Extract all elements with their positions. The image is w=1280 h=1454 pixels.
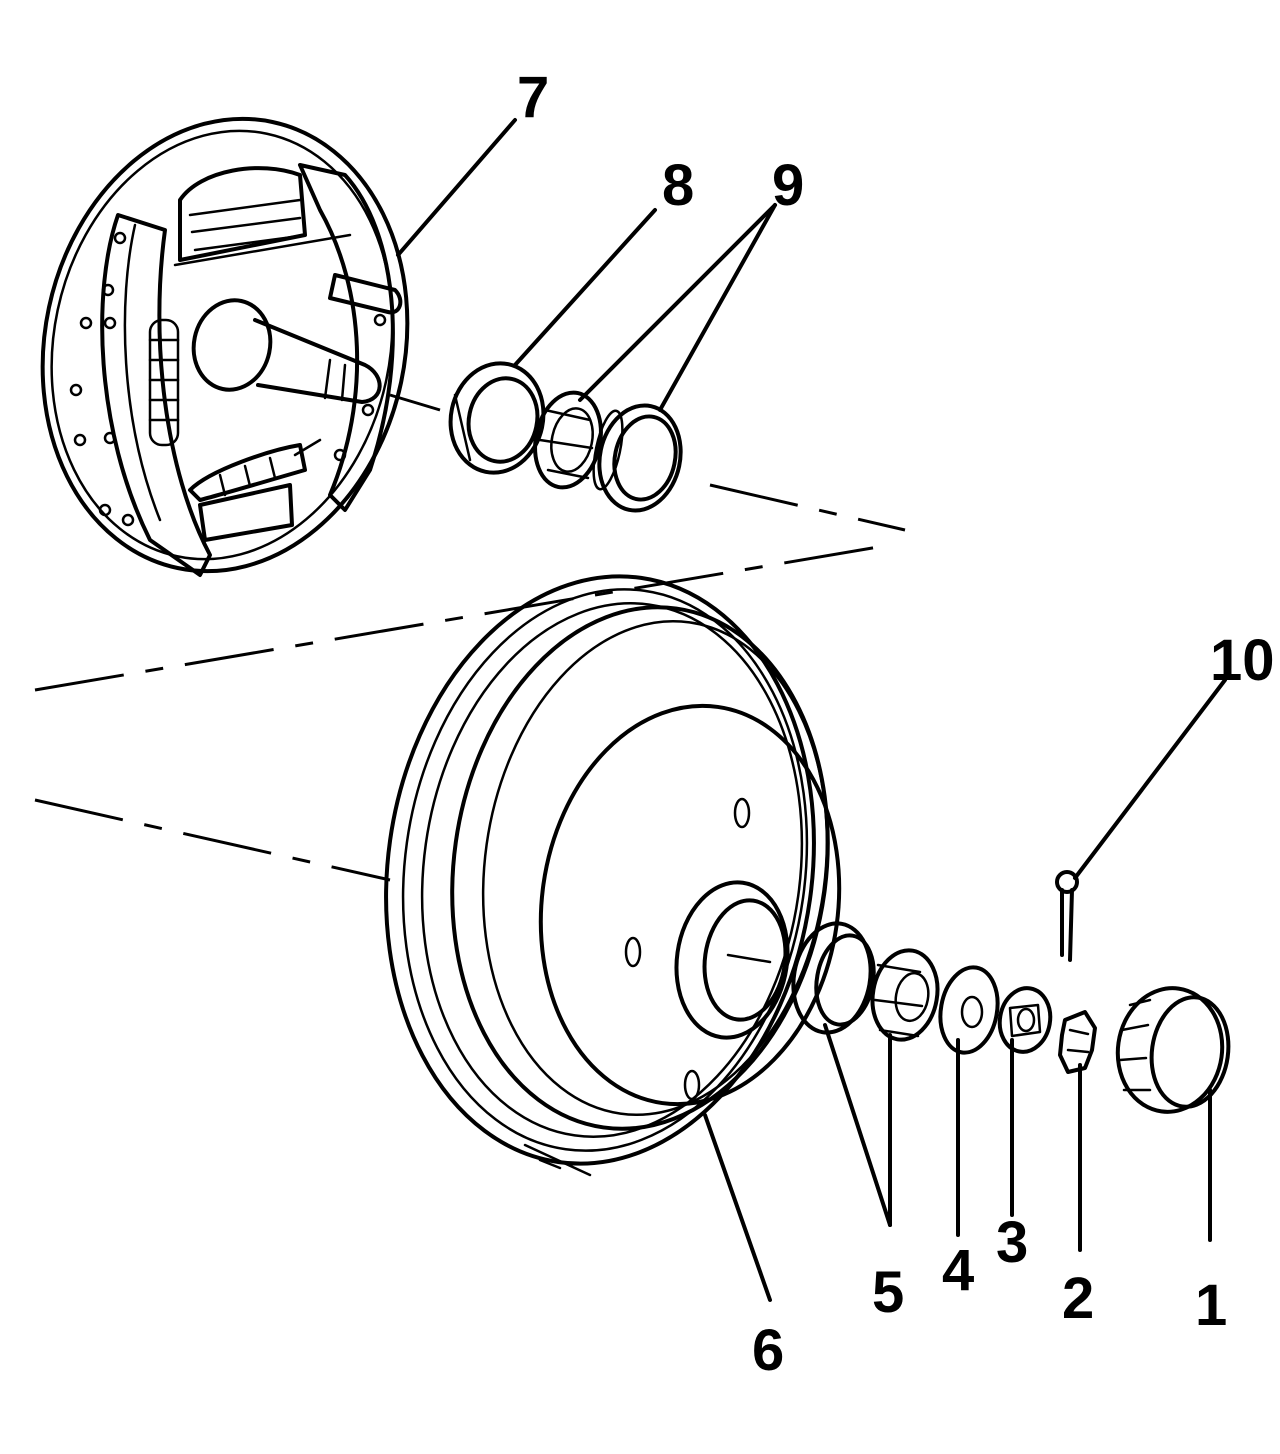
- brake-drum-6: [384, 574, 842, 1177]
- callout-labels: 7 8 9 10 1 2 3 4 5 6: [517, 65, 1275, 1383]
- callout-1: 1: [1195, 1273, 1227, 1338]
- brake-backplate-assembly: [40, 116, 410, 577]
- callout-6: 6: [752, 1318, 784, 1383]
- dust-cap-1: [1115, 986, 1231, 1114]
- callout-7: 7: [517, 65, 549, 130]
- axis-lines: [34, 393, 906, 882]
- callout-5: 5: [872, 1260, 904, 1325]
- hub-nut-3: [997, 986, 1053, 1054]
- inner-bearing-9: [533, 390, 683, 513]
- leader-lines: [396, 118, 1227, 1302]
- callout-8: 8: [662, 153, 694, 218]
- callout-10: 10: [1210, 628, 1275, 693]
- thrust-washer-4: [938, 965, 1000, 1055]
- shoe-rivets: [69, 231, 387, 527]
- lock-cap-2: [1058, 1010, 1097, 1074]
- callout-3: 3: [996, 1210, 1028, 1275]
- callout-4: 4: [942, 1238, 974, 1303]
- callout-2: 2: [1062, 1266, 1094, 1331]
- outer-bearing-5: [791, 921, 940, 1042]
- callout-9: 9: [772, 153, 804, 218]
- split-pin-10: [1055, 870, 1079, 962]
